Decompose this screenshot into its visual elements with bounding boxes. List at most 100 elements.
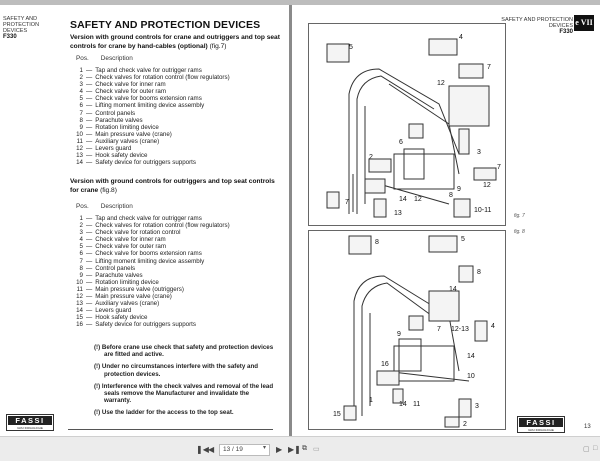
dash-separator: — — [86, 116, 93, 124]
item-description: Levers guard — [95, 307, 132, 315]
page-number: 13 — [584, 424, 591, 430]
item-position: 9 — [79, 271, 83, 279]
figure-callout: 2 — [369, 154, 373, 161]
list-item: 13—Auxiliary valves (crane) — [72, 300, 282, 307]
dash-separator: — — [86, 307, 93, 315]
item-description: Auxiliary valves (crane) — [95, 137, 160, 145]
last-page-button[interactable]: ▶❚ — [288, 445, 301, 454]
item-position: 7 — [79, 257, 83, 265]
section1-list: 1—Tap and check valve for outrigger rams… — [72, 67, 282, 166]
item-position: 8 — [79, 264, 83, 272]
list-item: 9—Rotation limiting device — [72, 124, 282, 131]
right-page: SAFETY AND PROTECTION DEVICES F330 e VII — [292, 5, 600, 436]
list-item: 1—Tap and check valve for outrigger rams — [72, 67, 282, 74]
figure-callout: 8 — [375, 239, 379, 246]
fassi-logo: FASSI GRU IDRAULICHE — [517, 416, 565, 433]
figure-callout: 5 — [461, 236, 465, 243]
figure-callout: 13 — [394, 210, 402, 217]
item-description: Check valve for rotation control — [95, 229, 181, 237]
item-position: 16 — [76, 321, 83, 329]
item-position: 10 — [76, 278, 83, 286]
list-item: 15—Hook safety device — [72, 314, 282, 321]
item-position: 2 — [79, 222, 83, 230]
dash-separator: — — [86, 229, 93, 237]
list-item: 10—Main pressure valve (crane) — [72, 131, 282, 138]
prev-page-button[interactable]: ◀ — [208, 445, 215, 454]
list-item: 12—Levers guard — [72, 145, 282, 152]
page-dropdown-icon[interactable]: ▾ — [263, 445, 267, 451]
item-position: 5 — [79, 243, 83, 251]
side-header-line2: DEVICES — [3, 28, 28, 34]
item-description: Main pressure valve (outriggers) — [95, 285, 184, 293]
warning-note: (!) Interference with the check valves a… — [94, 382, 274, 405]
item-position: 4 — [79, 88, 83, 96]
figure-callout: 1 — [369, 397, 373, 404]
dash-separator: — — [86, 152, 93, 160]
figure-callout: 11 — [413, 401, 421, 408]
item-position: 13 — [76, 300, 83, 308]
dash-separator: — — [86, 130, 93, 138]
figure-callout: 8 — [477, 269, 481, 276]
fig7-label: fig. 7 — [514, 213, 525, 219]
dash-separator: — — [86, 236, 93, 244]
item-description: Main pressure valve (crane) — [95, 293, 172, 301]
item-position: 3 — [79, 229, 83, 237]
item-description: Check valve for booms extension rams — [95, 95, 202, 103]
dash-separator: — — [86, 81, 93, 89]
viewer-toolbar: ❚◀ ◀ 13 / 19 ▾ ▶ ▶❚ ⧉ ▭ ▢ □ — [0, 436, 600, 461]
item-position: 11 — [76, 285, 83, 293]
figure-callout: 14 — [399, 401, 407, 408]
footer-rule — [68, 429, 273, 430]
item-description: Rotation limiting device — [95, 278, 159, 286]
single-page-view-icon[interactable]: ▭ — [313, 446, 320, 453]
figure-callout: 12-13 — [451, 326, 469, 333]
fullscreen-icon[interactable]: □ — [593, 445, 598, 452]
item-description: Hook safety device — [95, 152, 148, 160]
warnings: (!) Before crane use check that safety a… — [94, 344, 276, 422]
warning-note: (!) Under no circumstances interfere wit… — [94, 363, 259, 378]
dash-separator: — — [86, 222, 93, 230]
page-number-input[interactable]: 13 / 19 — [219, 444, 270, 456]
figure-callout: 5 — [349, 44, 353, 51]
dash-separator: — — [86, 137, 93, 145]
figure-callout: 8 — [449, 192, 453, 199]
list-item: 14—Safety device for outriggers supports — [72, 159, 282, 166]
list-item: 10—Rotation limiting device — [72, 279, 282, 286]
dash-separator: — — [86, 300, 93, 308]
dash-separator: — — [86, 293, 93, 301]
warning-note: (!) Before crane use check that safety a… — [94, 344, 274, 359]
first-page-button[interactable]: ❚◀ — [196, 445, 209, 454]
dash-separator: — — [86, 102, 93, 110]
item-position: 9 — [79, 123, 83, 131]
two-page-view-icon[interactable]: ⧉ — [302, 445, 307, 452]
list-item: 13—Hook safety device — [72, 152, 282, 159]
figure-callout: 10-11 — [474, 207, 492, 214]
item-description: Control panels — [95, 109, 136, 117]
item-position: 3 — [79, 81, 83, 89]
figure-callout: 12 — [437, 80, 445, 87]
item-description: Check valve for inner ram — [95, 236, 166, 244]
left-page: SAFETY AND PROTECTION DEVICES F330 SAFET… — [0, 5, 289, 436]
list-item: 4—Check valve for inner ram — [72, 236, 282, 243]
figure-callout: 6 — [399, 139, 403, 146]
section1-column-header: Pos.Description — [76, 55, 133, 62]
crane-diagram-fig8 — [343, 235, 488, 428]
dash-separator: — — [86, 321, 93, 329]
figure-callout: 7 — [487, 64, 491, 71]
fig8-label: fig. 8 — [514, 229, 525, 235]
figure-callout: 10 — [467, 373, 475, 380]
next-page-button[interactable]: ▶ — [276, 445, 283, 454]
item-position: 6 — [79, 102, 83, 110]
figure-callout: 12 — [483, 182, 491, 189]
item-description: Check valve for outer ram — [95, 243, 167, 251]
dash-separator: — — [86, 243, 93, 251]
dash-separator: — — [86, 123, 93, 131]
list-item: 1—Tap and check valve for outrigger rams — [72, 215, 282, 222]
item-position: 7 — [79, 109, 83, 117]
figure-callout: 16 — [381, 361, 389, 368]
fit-page-icon[interactable]: ▢ — [583, 446, 590, 453]
list-item: 2—Check valves for rotation control (flo… — [72, 74, 282, 81]
list-item: 2—Check valves for rotation control (flo… — [72, 222, 282, 229]
item-description: Lifting moment limiting device assembly — [95, 257, 205, 265]
item-description: Check valves for rotation control (flow … — [95, 74, 230, 82]
